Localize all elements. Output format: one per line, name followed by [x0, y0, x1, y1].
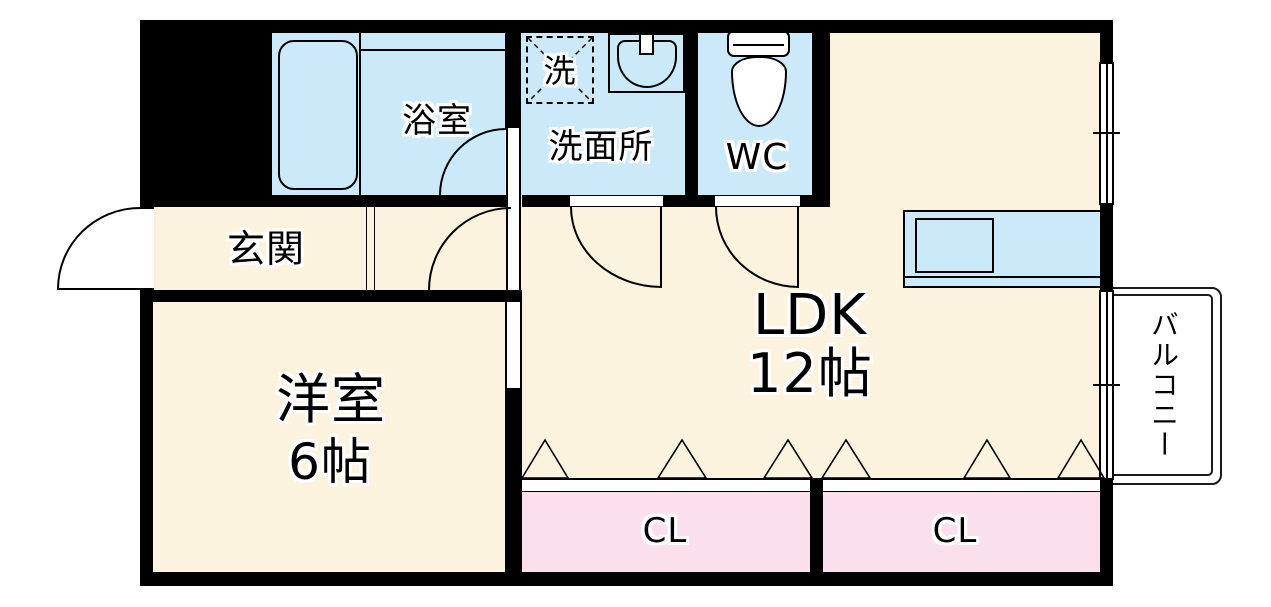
entrance-door-leaf	[57, 288, 140, 290]
closet-left-track	[522, 478, 810, 492]
wall-wc-ldk	[812, 20, 830, 207]
bathroom-label: 浴室	[402, 101, 472, 141]
closet-right-label: CL	[932, 511, 978, 551]
wall-washroom-wc	[685, 20, 698, 207]
ldk-label: LDK	[752, 283, 868, 348]
bathtub-icon	[278, 40, 358, 190]
washroom-door-opening	[570, 195, 663, 207]
toilet-tank-icon	[727, 30, 790, 57]
closet-right-track	[823, 478, 1100, 492]
closet-left-label: CL	[642, 511, 688, 551]
kitchen-counter-icon	[903, 210, 1100, 288]
laundry-label: 洗	[543, 52, 577, 90]
balcony-label: バルコニー	[1147, 310, 1180, 460]
washing-machine-icon	[526, 36, 594, 104]
sink-icon	[608, 33, 685, 93]
closet-left-area	[522, 492, 810, 573]
western-room-door-opening	[505, 302, 522, 388]
bath-divider-line	[359, 33, 361, 195]
entrance-door-swing-icon	[57, 207, 140, 289]
window-tick	[1093, 132, 1120, 134]
folding-door-icons	[520, 438, 1106, 479]
balcony-door-tick	[1093, 384, 1120, 386]
entrance-step-line	[366, 207, 375, 290]
bath-shelf-line	[361, 49, 505, 51]
washroom-door-leaf	[660, 207, 662, 288]
wc-door-leaf	[797, 207, 799, 288]
wall-bottom	[140, 572, 1113, 586]
wall-entry-western	[140, 290, 522, 302]
entrance-label: 玄関	[226, 227, 306, 271]
black-block	[140, 20, 272, 207]
wc-door-opening	[715, 195, 800, 207]
western-room-label: 洋室	[276, 368, 386, 431]
wall-closet-divider	[810, 478, 823, 586]
wall-mid-left	[140, 195, 506, 207]
wc-label: WC	[725, 137, 789, 178]
entrance-door-opening	[139, 207, 154, 290]
wall-bath-washroom	[505, 20, 521, 128]
western-room-size-label: 6帖	[288, 433, 372, 491]
washroom-label: 洗面所	[548, 127, 654, 167]
ldk-size-label: 12帖	[747, 342, 873, 405]
wall-western-ldk	[505, 388, 522, 572]
closet-right-area	[823, 492, 1100, 573]
